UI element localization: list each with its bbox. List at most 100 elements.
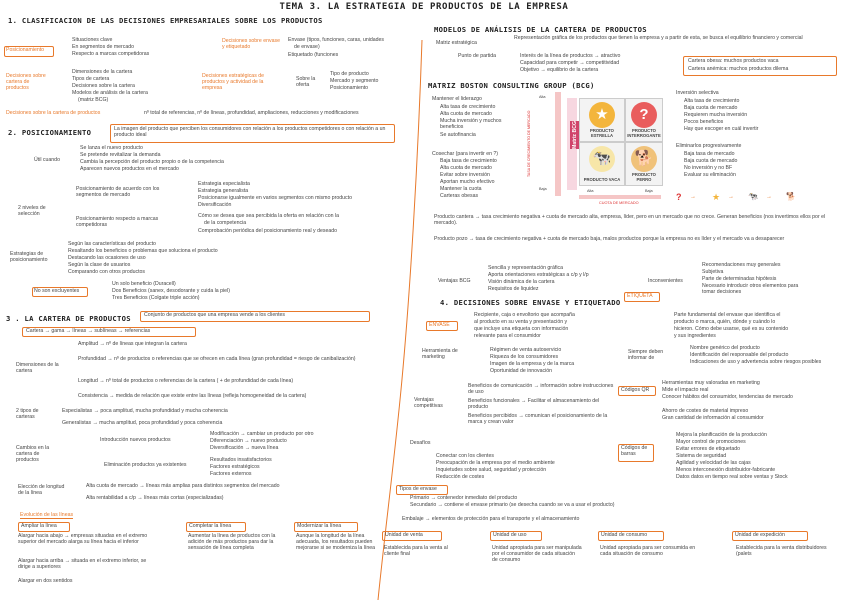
dog-icon: 🐕 <box>786 192 796 201</box>
pos-item: Situaciones clave <box>72 37 112 43</box>
ampliar-title: Ampliar la línea <box>21 523 57 529</box>
cartera-item: Dimensiones de la cartera <box>72 69 132 75</box>
qr-item: Herramientas muy valoradas en marketing <box>662 380 760 386</box>
bcg-left-item: Se autofinancia <box>440 132 476 138</box>
vent-item: Beneficios de comunicación → información… <box>468 383 616 395</box>
dimension-item: Longitud → nº total de productos o refer… <box>78 378 293 384</box>
estrategia-item: Destacando las ocasiones de uso <box>68 255 146 261</box>
modernizar-title: Modernizar la línea <box>297 523 341 529</box>
punto-partida-label: Punto de partida <box>458 53 496 59</box>
tipo-envase-item: Primario → contenedor inmediato del prod… <box>410 495 517 501</box>
eleccion-item: Alta cuota de mercado → líneas más ampli… <box>86 483 279 489</box>
envase-label: ENVASE <box>429 322 450 328</box>
barras-item: Sistema de seguridad <box>676 453 726 459</box>
bcg-right-item: Inversión selectiva <box>676 90 719 96</box>
dimension-item: Amplitud → nº de líneas que integran la … <box>78 341 187 347</box>
unidad-uso-title: Unidad de uso <box>493 532 526 538</box>
vent-item: Beneficios percibidos → comunican el pos… <box>468 413 616 425</box>
cartera-item: Modelos de análisis de la cartera <box>72 90 148 96</box>
desafio-item: Inquietudes sobre salud, seguridad y pro… <box>436 467 546 473</box>
barras-item: Mejora la planificación de la producción <box>676 432 767 438</box>
desafio-item: Preocupación de la empresa por el medio … <box>436 460 555 466</box>
tipo-cartera-item: Generalistas → mucha amplitud, poca prof… <box>62 420 222 426</box>
qr-item: Gran cantidad de información al consumid… <box>662 415 764 421</box>
ampliar-text: Alargar en dos sentidos <box>18 578 73 584</box>
envase-decisiones-label: Decisiones sobre envase y etiquetado <box>222 38 282 50</box>
unidad-expedicion-text: Establecida para la venta distribuidores… <box>736 545 836 557</box>
linea-decisiones-label: Decisiones sobre la cartera de productos <box>6 110 100 116</box>
estrategia-item: Según la clase de usuarios <box>68 262 130 268</box>
envase-item: de envase) <box>294 44 320 50</box>
intro-item: Diversificación → nueva línea <box>210 445 278 451</box>
bcg-left-item: Mucha inversión y muchos beneficios <box>440 118 518 130</box>
niveles-label: 2 niveles de selección <box>18 205 54 217</box>
barras-item: Datos datos en tiempo real sobre ventas … <box>676 474 788 480</box>
tipos-carteras-label: 2 tipos de carteras <box>16 408 56 420</box>
estrategias-label: Estrategias de posicionamiento <box>10 251 60 263</box>
desafios-label: Desafíos <box>410 440 430 446</box>
modelos-heading: MODELOS DE ANÁLISIS DE LA CARTERA DE PRO… <box>434 25 647 34</box>
util-item: Aparecen nuevos productos en el mercado <box>80 166 179 172</box>
barras-item: Agilidad y velocidad de las cajas <box>676 460 751 466</box>
no-ex-item: Dos Beneficios (sanex, desodorante y cui… <box>112 288 230 294</box>
inconvenientes-label: Inconvenientes <box>648 278 683 284</box>
barras-item: Mayor control de promociones <box>676 439 746 445</box>
dog-icon: 🐕 <box>631 146 657 172</box>
bcg-heading: MATRIZ BOSTON CONSULTING GROUP (BCG) <box>428 81 595 90</box>
qr-item: Mide el impacto real <box>662 387 708 393</box>
introduccion-label: Introducción nuevos productos <box>100 437 171 443</box>
bcg-alta-y: Alta <box>539 94 546 100</box>
envase-text: relevante para el consumidor <box>474 333 541 339</box>
bcg-x-axis: CUOTA DE MERCADO <box>599 200 639 206</box>
nivel-1-item: Estrategia especialista <box>198 181 250 187</box>
bcg-left-item: Alta cuota de mercado <box>440 165 492 171</box>
qr-item: Ahorro de costes de material impreso <box>662 408 748 414</box>
no-excluyentes-label: No son excluyentes <box>34 288 79 294</box>
bcg-baja-x: Baja <box>645 188 653 194</box>
punto-item: Objetivo → equilibrio de la cartera <box>520 67 598 73</box>
envase-text: que incluye una etiqueta con información <box>474 326 568 332</box>
oferta-item: Tipo de producto <box>330 71 369 77</box>
herramienta-label: Herramienta de marketing <box>422 348 464 360</box>
punto-item: Capacidad para competir → competitividad <box>520 60 619 66</box>
section-2-heading: 2. POSICIONAMIENTO <box>8 128 91 137</box>
cartera-item: (matriz BCG) <box>78 97 108 103</box>
codigos-barras-label: Códigos de barras <box>621 445 651 457</box>
inconv-item: Parte de determinadas hipótesis <box>702 276 776 282</box>
cartera-item: Tipos de cartera <box>72 76 109 82</box>
punto-item: Interés de la línea de productos → atrac… <box>520 53 620 59</box>
no-ex-item: Un solo beneficio (Duracell) <box>112 281 176 287</box>
producto-cantera: Producto cantera → tasa crecimiento nega… <box>434 214 844 226</box>
desafio-item: Conectar con los clientes <box>436 453 494 459</box>
bcg-y-axis: TASA DE CRECIMIENTO DE MERCADO <box>527 92 537 196</box>
bcg-right-item: Baja cuota de mercado <box>684 158 737 164</box>
bcg-left-item: Alta cuota de mercado <box>440 111 492 117</box>
section-1-heading: 1. CLASIFICACION DE LAS DECISIONES EMPRE… <box>8 16 323 25</box>
page-title: TEMA 3. LA ESTRATEGIA DE PRODUCTOS DE LA… <box>0 2 848 12</box>
intro-item: Diferenciación → nuevo producto <box>210 438 287 444</box>
dimension-item: Consistencia → medida de relación que ex… <box>78 393 306 399</box>
modernizar-text: Aunque la longitud de la línea adecuada,… <box>296 533 376 551</box>
ventaja-item: Requisitos de liquidez <box>488 286 538 292</box>
bcg-right-item: Alta tasa de crecimiento <box>684 98 739 104</box>
etiqueta-text: producto o marca, quién, dónde y cuándo … <box>674 319 775 325</box>
cartera-item: Decisiones sobre la cartera <box>72 83 135 89</box>
nivel-1-item: Diversificación <box>198 202 231 208</box>
elim-item: Resultados insatisfactorios <box>210 457 272 463</box>
etiqueta-text: hicieron. Cómo debe usarse, qué es su co… <box>674 326 788 332</box>
unidad-consumo-text: Unidad apropiada para ser consumida en c… <box>600 545 696 557</box>
util-item: Se lanza el nuevo producto <box>80 145 143 151</box>
inconv-item: Recomendaciones muy generales <box>702 262 780 268</box>
nivel-1: Posicionamiento de acuerdo con los segme… <box>76 186 186 198</box>
cow-icon: 🐄 <box>748 192 758 201</box>
bcg-baja-y: Baja <box>539 186 547 192</box>
eleccion-item: Alta rentabilidad a c/p → líneas más cor… <box>86 495 224 501</box>
bcg-alta-x: Alta <box>587 188 594 194</box>
sobre-oferta-label: Sobre la oferta <box>296 76 322 88</box>
pos-item: En segmentos de mercado <box>72 44 134 50</box>
evolucion-label: Evolución de las líneas <box>20 512 73 519</box>
bcg-left-item: Baja tasa de crecimiento <box>440 158 497 164</box>
herr-item: Riqueza de los consumidores <box>490 354 558 360</box>
bcg-left-item: Mantener la cuota <box>440 186 482 192</box>
bcg-right-item: Pocos beneficios <box>684 119 723 125</box>
